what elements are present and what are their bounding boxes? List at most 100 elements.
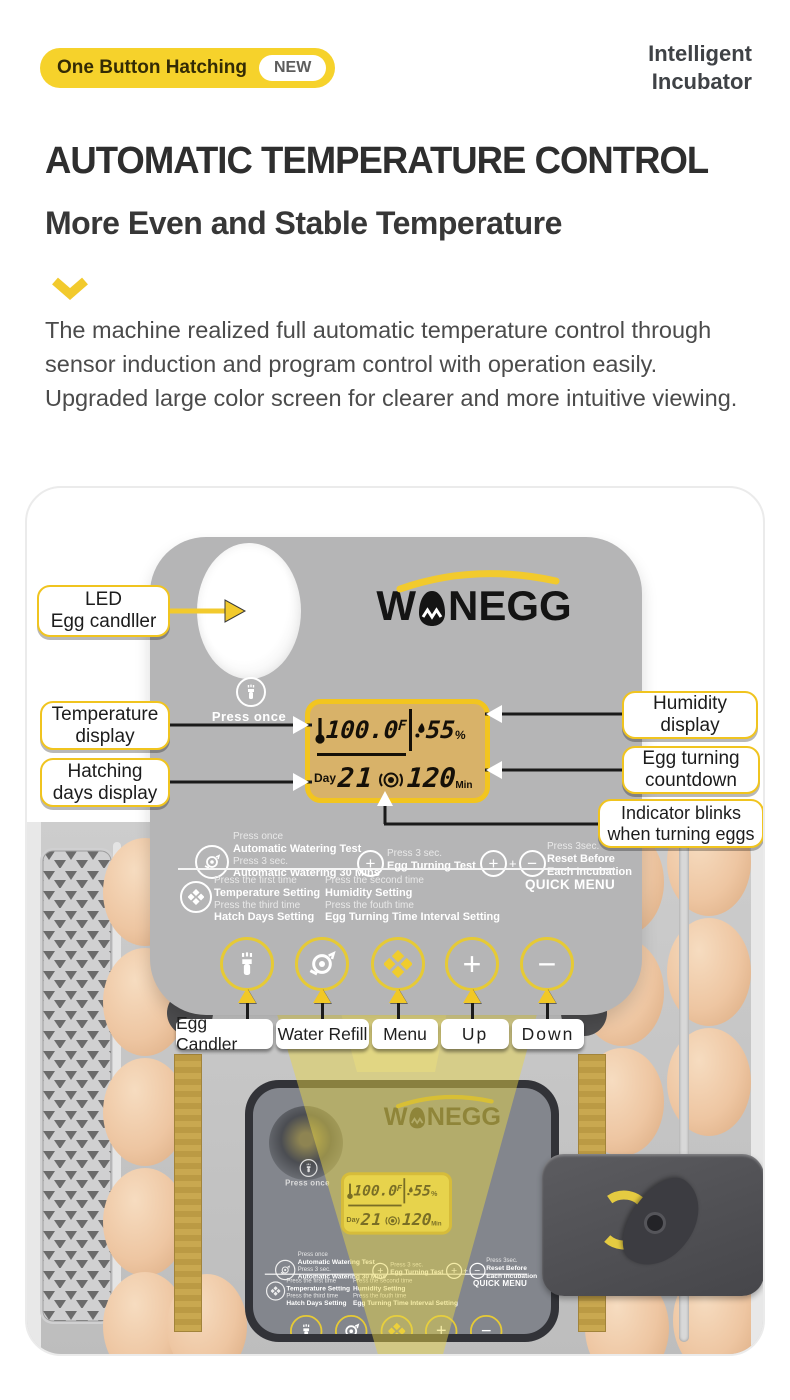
instr-press: Press the third time	[214, 899, 301, 911]
turn-value: 120	[401, 1210, 432, 1229]
menu-button[interactable]	[371, 937, 425, 991]
water-refill-icon	[309, 951, 336, 976]
instr-press: Press once	[297, 1251, 328, 1258]
instr-press: Press 3 sec.	[297, 1266, 331, 1273]
arrow-stem	[396, 1003, 400, 1019]
day-value: 21	[336, 762, 376, 794]
left-plastic-edge	[27, 822, 41, 1354]
arrow-stem	[245, 1003, 249, 1019]
arrow-stem	[470, 1003, 474, 1019]
brand-logo: W NEGG	[354, 570, 594, 639]
instr-action: Humidity Setting	[353, 1284, 406, 1292]
console-mini: W NEGG Press once	[253, 1088, 543, 1334]
description-text: The machine realized full automatic temp…	[45, 317, 738, 411]
control-panel-photo: W NEGG Press once	[245, 1080, 559, 1342]
quick-menu-label: QUICK MENU	[473, 1279, 527, 1288]
brand-left: W	[383, 1102, 408, 1131]
down-button-mini: −	[470, 1315, 503, 1334]
egg-candler-button-mini	[290, 1315, 323, 1334]
egg	[103, 1058, 187, 1166]
product-diagram-card: W NEGG Press once	[25, 486, 765, 1356]
page-subtitle: More Even and Stable Temperature	[45, 205, 562, 241]
turn-unit: Min	[455, 779, 473, 791]
day-label: Day	[314, 771, 337, 785]
egg-turn-indicator-icon	[378, 772, 403, 788]
instr-press: Press 3 sec.	[390, 1261, 424, 1269]
brand-logo-mini: W NEGG	[370, 1094, 514, 1137]
product-tagline: Intelligent Incubator	[648, 40, 752, 96]
instr-action: Egg Turning Time Interval Setting	[353, 1299, 458, 1307]
up-button-mini: +	[425, 1315, 458, 1334]
menu-icon	[384, 950, 412, 978]
gold-strip-left	[174, 1054, 202, 1332]
turn-unit: Min	[431, 1220, 442, 1228]
water-refill-icon	[275, 1259, 296, 1281]
product-tagline-line1: Intelligent	[648, 41, 752, 66]
callout-egg-turning-countdown: Egg turning countdown	[622, 746, 760, 794]
label-egg-candler: Egg Candler	[176, 1013, 273, 1054]
instr-action: Automatic Watering Test	[233, 842, 362, 855]
flashlight-icon	[236, 677, 266, 707]
instr-action: Temperature Setting	[286, 1284, 351, 1292]
lcd-display-mini: 100.0 F 55 % Day 21 1	[341, 1172, 452, 1235]
menu-icon	[266, 1281, 286, 1301]
arrow-stem	[545, 1003, 549, 1019]
instr-action: Hatch Days Setting	[214, 911, 315, 923]
divider	[178, 868, 615, 870]
humidity-unit: %	[454, 728, 467, 742]
instr-press: Press the second time	[353, 1277, 413, 1285]
egg	[103, 1168, 187, 1276]
instr-press: Press 3sec.	[547, 841, 600, 852]
minus-icon: −	[518, 850, 546, 877]
logo-swoosh-icon	[396, 570, 560, 593]
label-water-refill: Water Refill	[276, 1019, 369, 1049]
egg-candler-button[interactable]	[220, 937, 274, 991]
label-menu: Menu	[372, 1019, 438, 1049]
callout-indicator-blinks: Indicator blinks when turning eggs	[598, 799, 763, 848]
plus-icon: +	[372, 1262, 389, 1279]
droplet-icon	[407, 1186, 413, 1196]
instr-action: Egg Turning Test	[387, 859, 476, 872]
thermometer-icon	[315, 718, 325, 744]
instr-action: Automatic Watering 30 Mins	[297, 1273, 386, 1281]
up-button[interactable]: +	[445, 937, 499, 991]
instr-press: Press 3 sec.	[233, 855, 289, 867]
flashlight-icon	[299, 1159, 318, 1177]
plus-icon: +	[446, 1262, 463, 1279]
instr-action: Egg Turning Test	[390, 1268, 444, 1276]
callout-hatching-days: Hatching days display	[40, 758, 170, 807]
perforated-tray-left	[40, 848, 114, 1324]
instr-press: Press the third time	[286, 1292, 339, 1300]
instr-press: Press the second time	[325, 875, 424, 886]
control-panel-face: W NEGG Press once	[253, 1088, 551, 1334]
water-refill-icon	[195, 845, 229, 879]
temp-value: 100.0	[325, 716, 400, 744]
product-tagline-line2: Incubator	[651, 69, 752, 94]
console: W NEGG Press once 100.0 F	[150, 537, 642, 1015]
down-button[interactable]: −	[520, 937, 574, 991]
diagram-panel: W NEGG Press once 100.0 F	[150, 537, 642, 1015]
instr-press: Press 3sec.	[486, 1257, 518, 1264]
humidity-unit: %	[430, 1189, 438, 1198]
instr-press: Press the first time	[214, 875, 297, 886]
logo-swoosh-icon	[395, 1094, 494, 1109]
plus-icon: +	[357, 850, 384, 877]
arrow-stem	[320, 1003, 324, 1019]
water-refill-button-mini	[335, 1315, 368, 1334]
humidity-value: 55	[413, 1182, 432, 1200]
day-label: Day	[346, 1215, 360, 1224]
instructions-row2: Press the first time Temperature Setting…	[180, 875, 615, 937]
menu-button-mini	[380, 1315, 413, 1334]
menu-icon	[180, 881, 212, 913]
press-once-label: Press once	[211, 709, 287, 724]
droplet-icon	[415, 723, 425, 738]
minus-icon: −	[469, 1262, 486, 1279]
temp-value: 100.0	[353, 1182, 398, 1200]
water-refill-button[interactable]	[295, 937, 349, 991]
turn-value: 120	[405, 762, 457, 794]
instr-press: Press once	[233, 831, 284, 842]
instr-action: Automatic Watering Test	[297, 1258, 375, 1266]
callout-temperature-display: Temperature display	[40, 701, 170, 750]
instr-action: Temperature Setting	[214, 886, 321, 899]
arm-hub	[644, 1212, 666, 1234]
